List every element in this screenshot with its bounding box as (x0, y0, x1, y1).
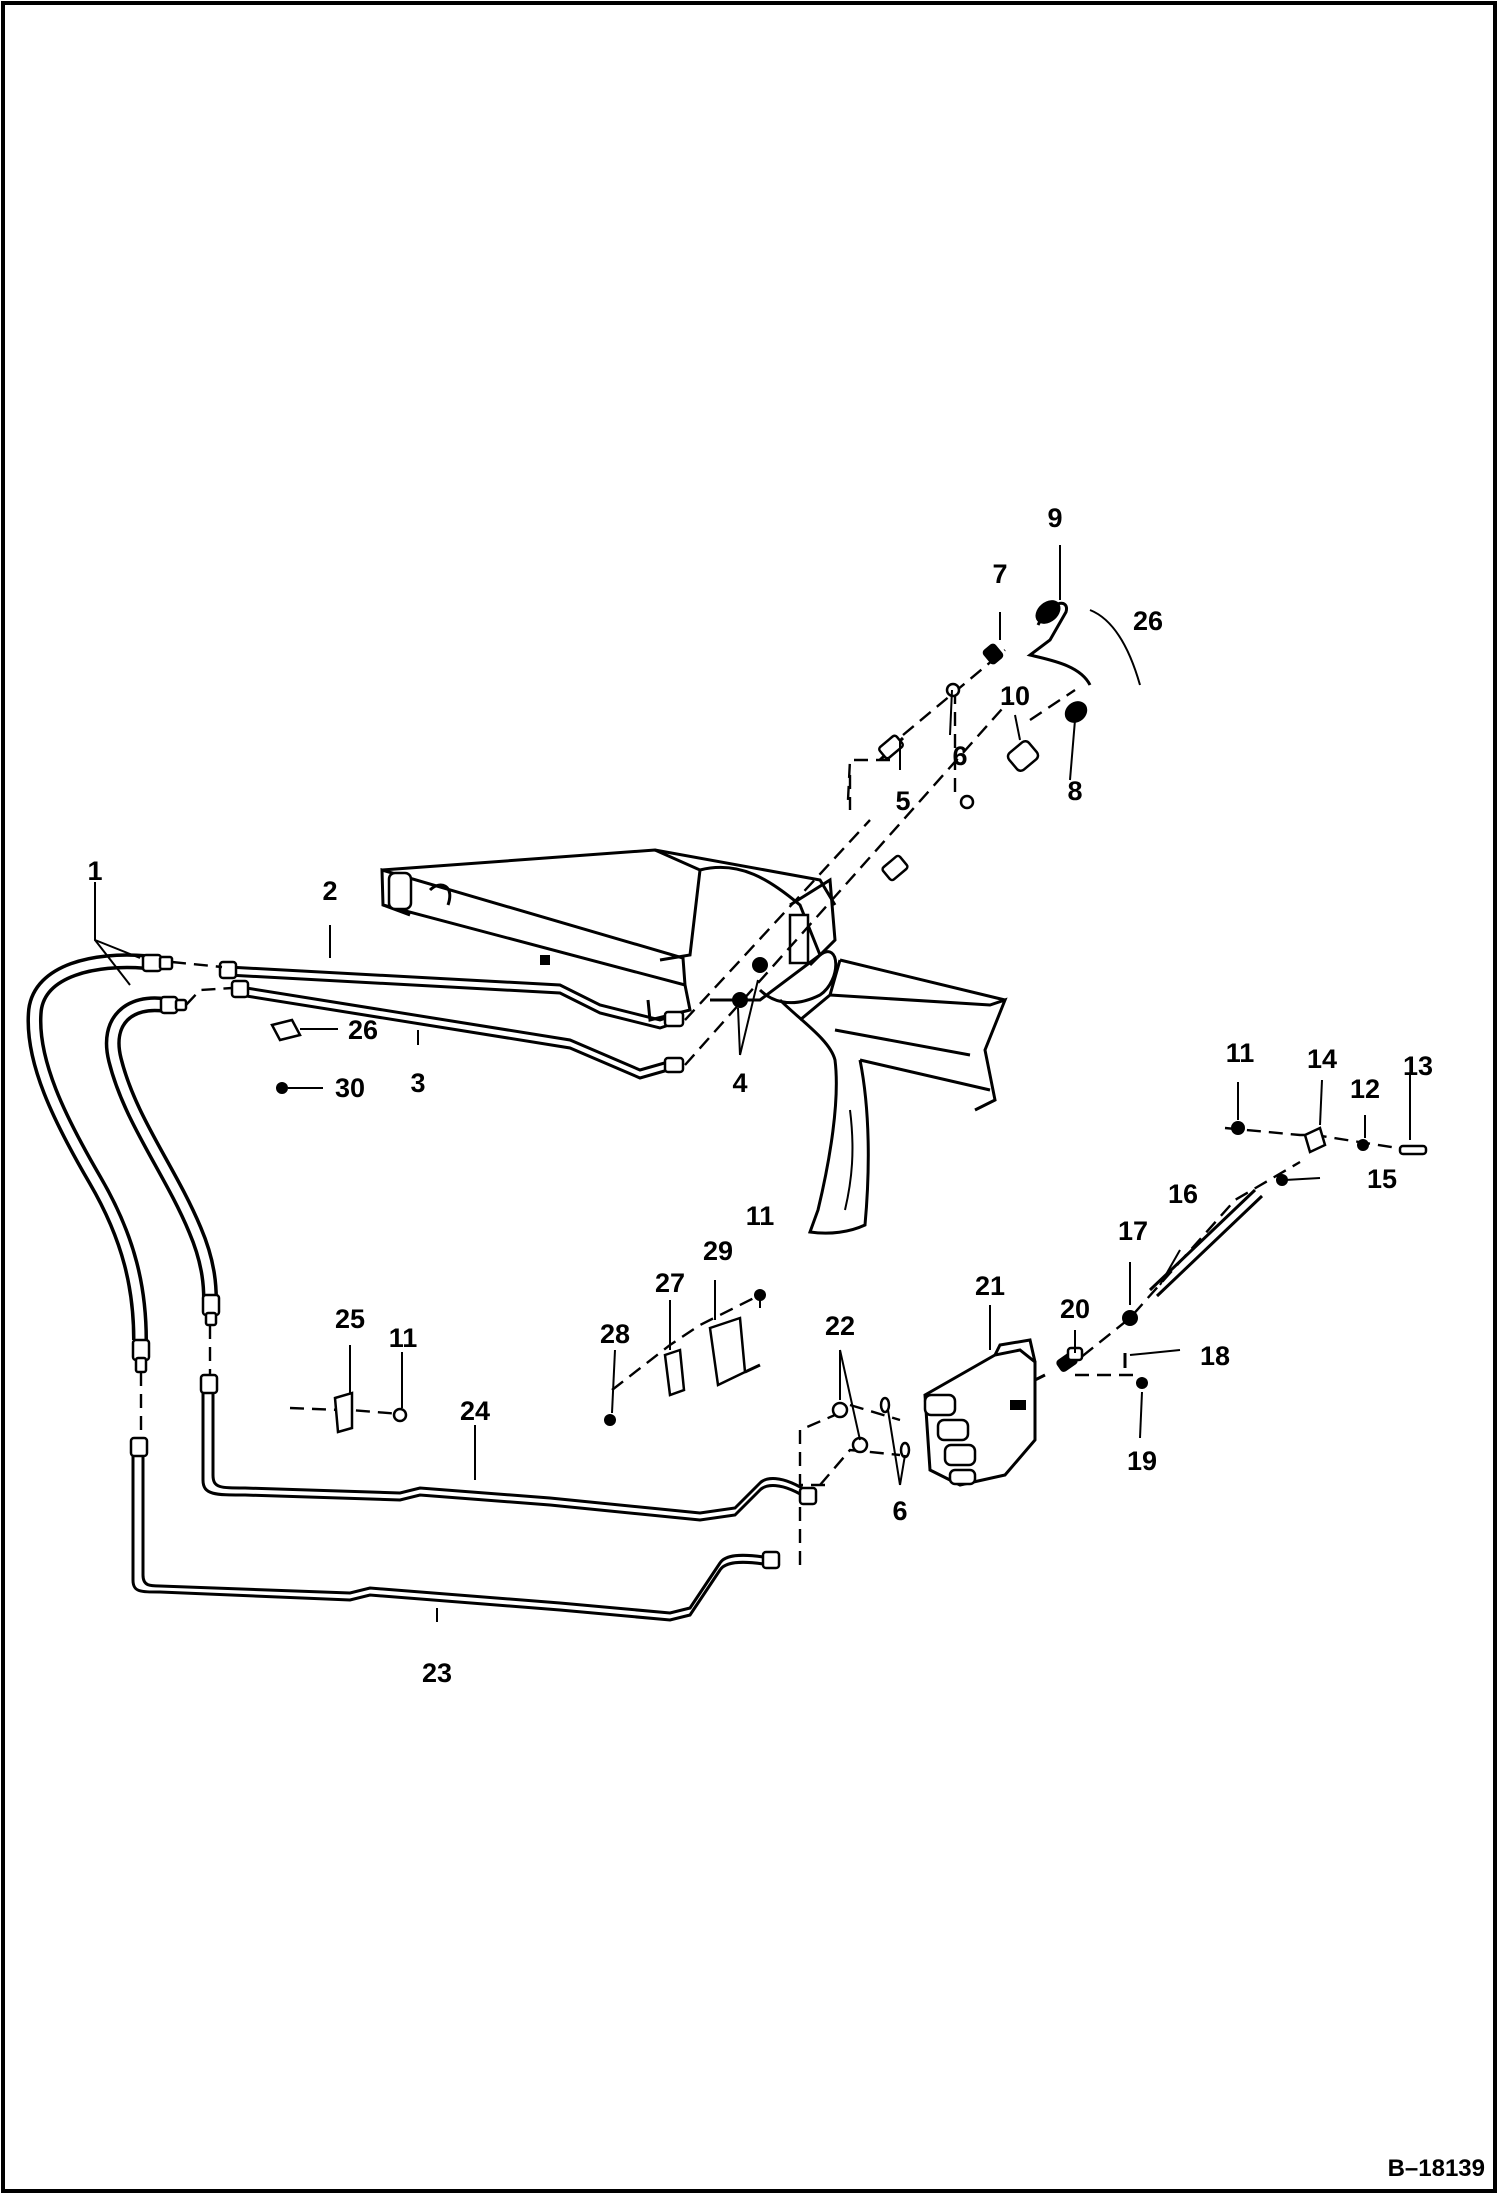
callout-21: 21 (975, 1271, 1005, 1301)
callout-25: 25 (335, 1304, 365, 1334)
lift-arm (380, 848, 838, 1022)
assembly-lines (139, 649, 1411, 1565)
callout-12: 12 (1350, 1074, 1380, 1104)
chassis-fender (778, 958, 1008, 1235)
callout-15: 15 (1367, 1164, 1397, 1194)
callout-6-lower: 6 (892, 1496, 907, 1526)
callout-14: 14 (1307, 1044, 1337, 1074)
callout-6-upper: 6 (952, 741, 967, 771)
callout-11-mid: 11 (746, 1201, 775, 1231)
callout-8: 8 (1067, 776, 1082, 806)
callout-23: 23 (422, 1658, 452, 1688)
callout-16: 16 (1168, 1179, 1198, 1209)
tubes-23-24 (129, 1373, 818, 1622)
callout-9: 9 (1047, 503, 1062, 533)
control-valve (831, 1121, 1428, 1487)
figure-id: B–18139 (1388, 2155, 1485, 2182)
callout-7: 7 (992, 559, 1007, 589)
callout-29: 29 (703, 1236, 733, 1266)
callout-1: 1 (87, 856, 102, 886)
bracket-26-30 (270, 1018, 302, 1094)
tubes-2-3 (218, 960, 685, 1080)
mount-parts (333, 1289, 766, 1434)
callout-10: 10 (1000, 681, 1030, 711)
callout-18: 18 (1200, 1341, 1230, 1371)
callout-22: 22 (825, 1311, 855, 1341)
callout-11-right: 11 (1226, 1038, 1255, 1068)
callout-26-upper: 26 (1133, 606, 1163, 636)
callout-4: 4 (732, 1068, 747, 1098)
callout-13: 13 (1403, 1051, 1433, 1081)
callout-3: 3 (410, 1068, 425, 1098)
callout-20: 20 (1060, 1294, 1090, 1324)
callout-11-left: 11 (389, 1323, 418, 1353)
callout-30: 30 (335, 1073, 365, 1103)
callout-27: 27 (655, 1268, 685, 1298)
callout-17: 17 (1118, 1216, 1148, 1246)
callout-24: 24 (460, 1396, 490, 1426)
callout-19: 19 (1127, 1446, 1157, 1476)
callout-28: 28 (600, 1319, 630, 1349)
leader-lines (94, 545, 1411, 1622)
upper-fittings (732, 600, 1092, 1008)
callout-2: 2 (322, 876, 337, 906)
hose-1 (26, 953, 221, 1374)
callout-5: 5 (895, 786, 910, 816)
callout-26-left: 26 (348, 1015, 378, 1045)
callout-labels: 1 2 3 4 5 6 6 7 8 9 10 11 11 11 12 13 14… (87, 503, 1433, 1688)
